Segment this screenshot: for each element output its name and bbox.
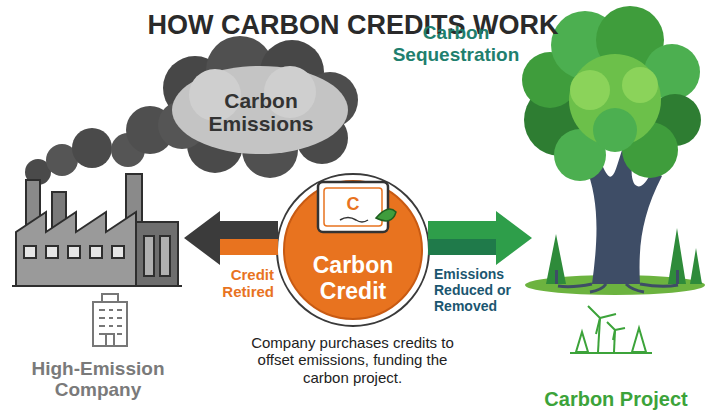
certificate-icon	[376, 209, 396, 221]
arrow-band	[428, 239, 496, 255]
arrow-band	[220, 239, 278, 255]
node-text: Carbon Emissions	[178, 89, 344, 135]
factory	[46, 246, 58, 258]
certificate-icon	[318, 182, 396, 232]
retire-arrow	[184, 211, 278, 265]
smoke-cloud	[25, 36, 370, 200]
arrow-body	[184, 211, 278, 265]
tree	[570, 70, 610, 110]
title: HOW CARBON CREDITS WORK	[0, 10, 706, 41]
node-text: Carbon Credit	[292, 253, 414, 304]
factory	[144, 236, 154, 276]
factory	[12, 174, 182, 286]
factory	[90, 246, 102, 258]
tree	[546, 228, 702, 284]
tree	[558, 284, 678, 292]
factory	[136, 222, 178, 286]
reduce-arrow	[428, 211, 532, 265]
node-text: High-Emission Company	[12, 359, 184, 401]
certificate-icon	[340, 218, 368, 223]
building-icon	[99, 310, 122, 334]
tree	[555, 270, 558, 284]
arrow-body	[428, 211, 532, 265]
company-node: High-Emission Company	[12, 165, 184, 405]
credit-circle	[277, 174, 429, 326]
tree	[522, 6, 705, 295]
node-text: Carbon Project	[544, 388, 687, 410]
factory	[160, 236, 170, 276]
project-node: Carbon Project	[532, 10, 700, 414]
emission-cloud: Carbon Emissions	[178, 72, 344, 152]
factory	[12, 285, 182, 287]
edge-label: Credit Retired	[192, 266, 274, 301]
project-icon	[607, 322, 625, 340]
section-heading: Carbon Sequestration	[392, 22, 520, 66]
building-icon	[102, 294, 118, 302]
building-icon	[106, 334, 114, 346]
smoke-cloud	[72, 128, 112, 168]
explanation-note: Company purchases credits to offset emis…	[250, 334, 455, 386]
smoke-cloud	[172, 66, 348, 154]
edge-label: Emissions Reduced or Removed	[434, 266, 520, 314]
logo-letter: C	[343, 194, 363, 215]
project-icon	[576, 328, 646, 352]
tree	[593, 108, 637, 152]
building-icon	[93, 302, 127, 346]
project-icon	[570, 352, 652, 354]
credit-circle	[277, 174, 429, 326]
tree	[622, 67, 658, 103]
factory	[112, 246, 124, 258]
tree	[676, 270, 679, 284]
factory	[68, 246, 80, 258]
building-icon	[93, 294, 127, 346]
project-icon	[570, 306, 652, 353]
factory	[16, 212, 136, 286]
credit-circle	[284, 181, 422, 319]
factory	[24, 246, 36, 258]
project-icon	[588, 306, 616, 334]
certificate-icon	[324, 188, 382, 226]
certificate-icon	[318, 182, 388, 232]
